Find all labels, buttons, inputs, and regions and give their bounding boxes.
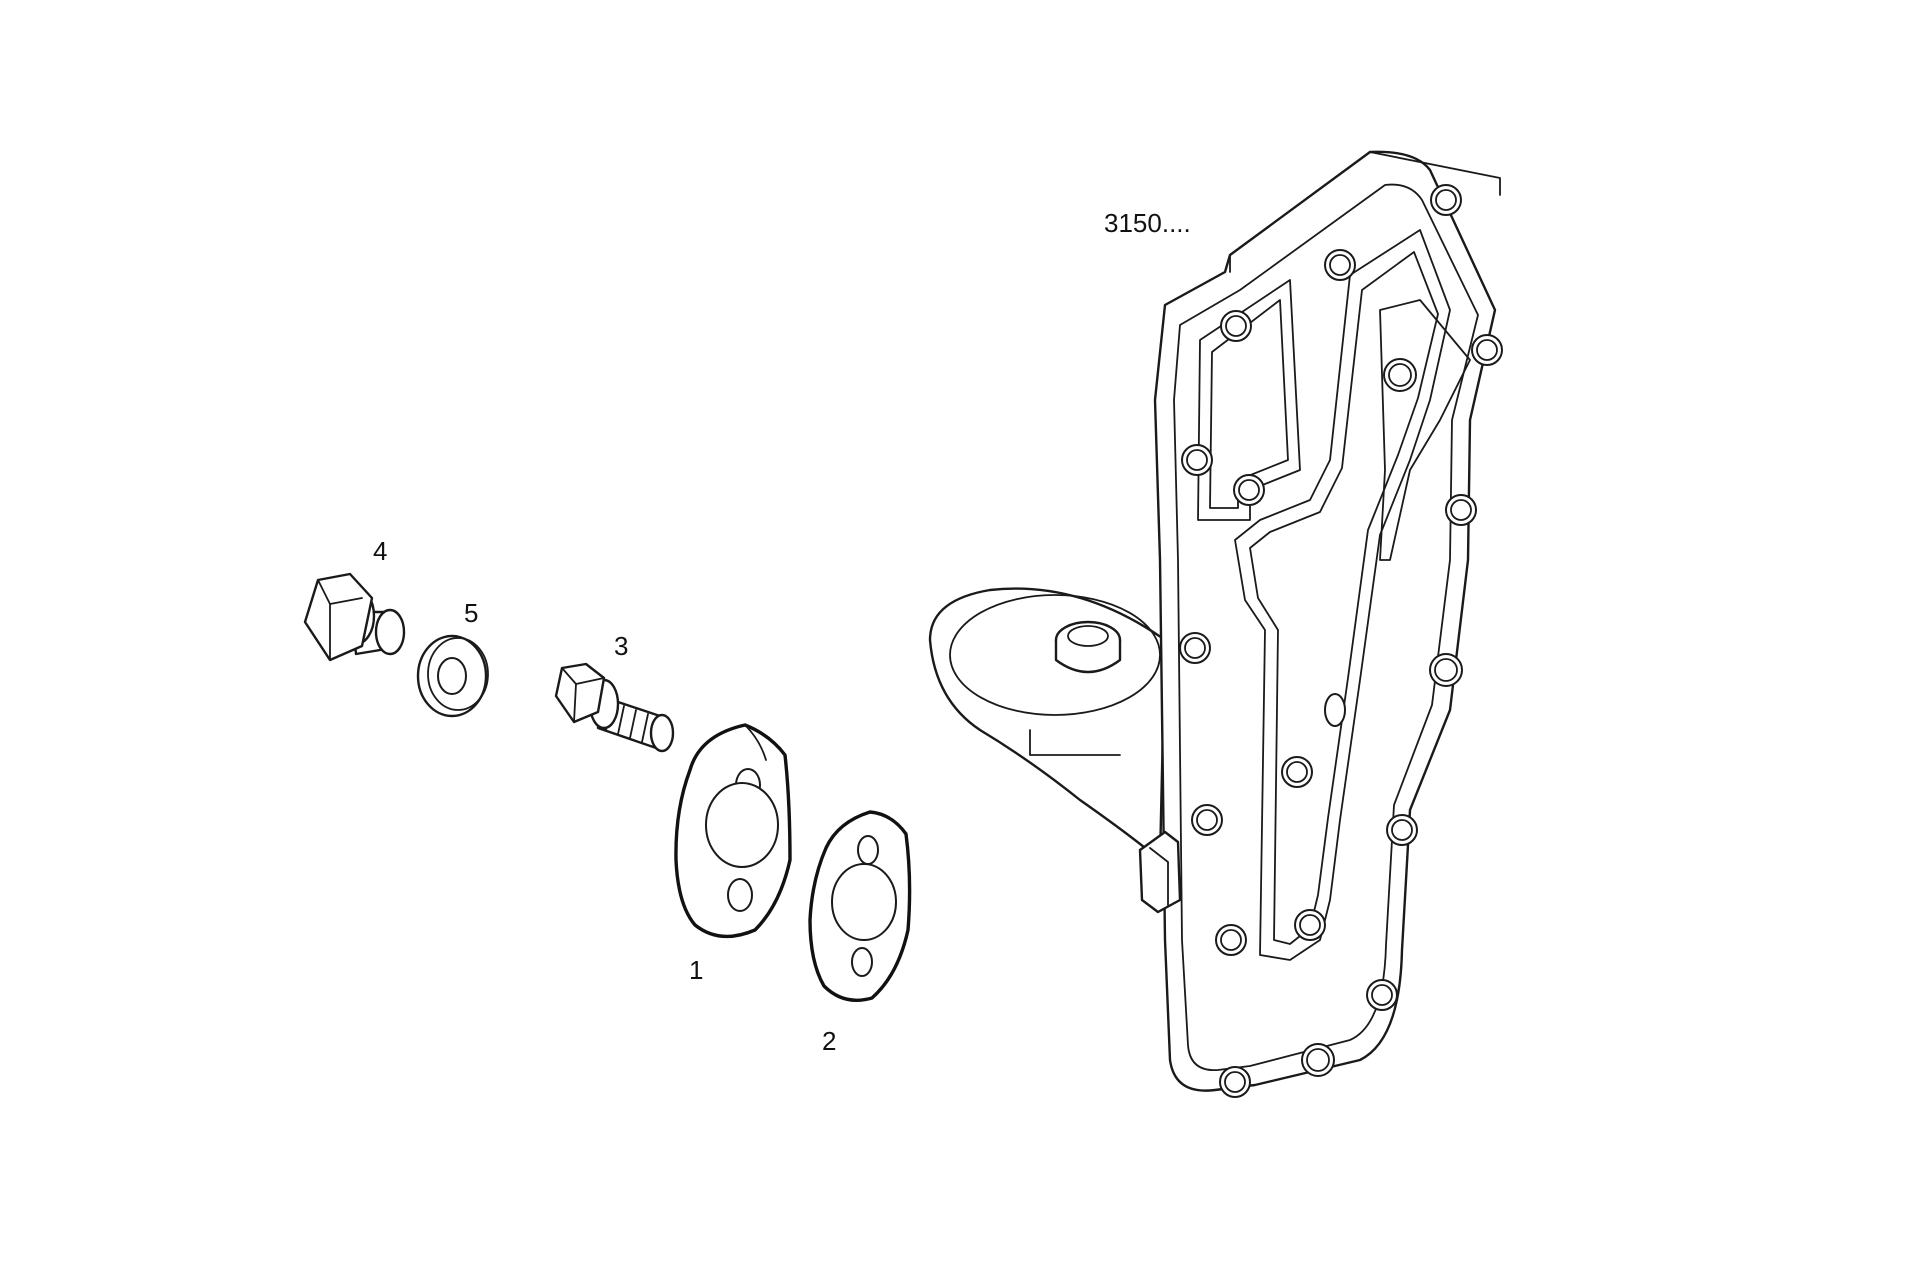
- label-part-2: 2: [822, 1026, 837, 1056]
- label-part-3: 3: [614, 631, 629, 661]
- part-4-plug-screw[interactable]: [303, 572, 406, 662]
- label-part-1: 1: [689, 955, 704, 985]
- part-1-adapter-flange[interactable]: [674, 723, 792, 939]
- label-part-4: 4: [373, 536, 388, 566]
- bolt-holes: [1179, 184, 1503, 1098]
- assembly-3150-housing[interactable]: [928, 150, 1503, 1098]
- part-5-sealing-washer[interactable]: [416, 634, 489, 718]
- part-2-flat-gasket[interactable]: [808, 810, 912, 1002]
- label-part-5: 5: [464, 598, 479, 628]
- label-assembly-3150: 3150....: [1104, 208, 1191, 238]
- part-3-flange-bolt[interactable]: [554, 662, 675, 753]
